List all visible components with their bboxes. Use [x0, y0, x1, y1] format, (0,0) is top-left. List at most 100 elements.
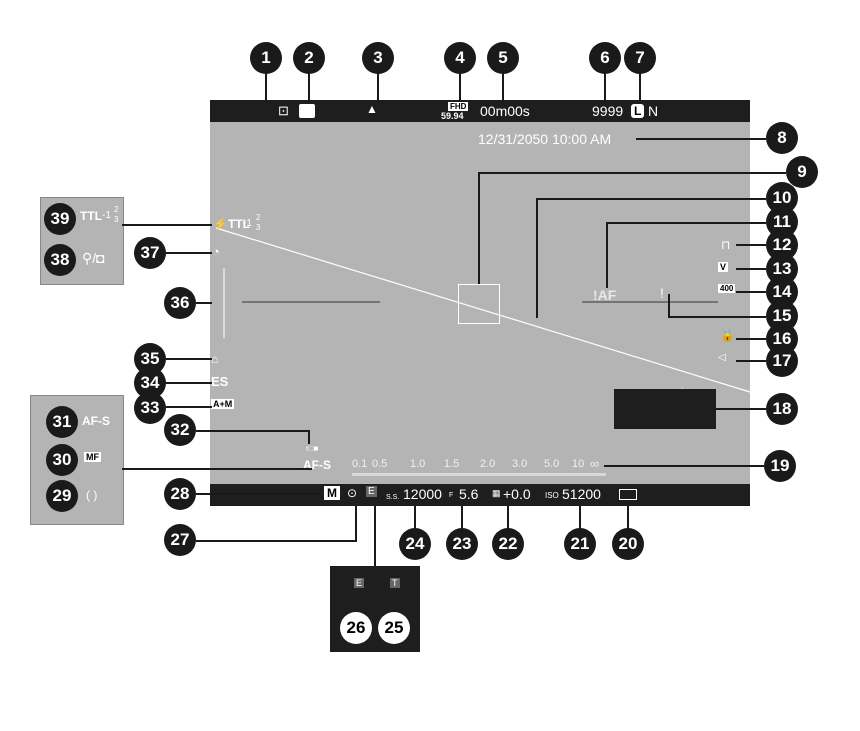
leader-11v	[606, 222, 608, 288]
callout-2: 2	[293, 42, 325, 74]
bottom-status-bar	[210, 484, 750, 506]
panel-afs: AF-S	[82, 414, 110, 428]
callout-32: 32	[164, 414, 196, 446]
leader-25	[374, 506, 376, 566]
leader-4	[459, 66, 461, 102]
leader-32h	[196, 430, 308, 432]
metering-icon: ⊙	[347, 486, 358, 500]
callout-36: 36	[164, 287, 196, 319]
leader-22	[507, 506, 509, 530]
leader-10h	[536, 198, 766, 200]
focus-check: A+M	[211, 399, 235, 409]
panel-frac-n: 2	[114, 205, 119, 214]
shutter-speed: 12000	[403, 486, 442, 502]
iso-label: ISO	[545, 491, 559, 500]
af-icons: r□■	[306, 444, 319, 453]
af-warning: !AF	[593, 287, 617, 303]
leader-9h	[478, 172, 786, 174]
flash-icon: ⚡	[213, 217, 228, 231]
leader-17	[736, 360, 766, 362]
lcd-screen	[210, 100, 750, 506]
dist-8: ∞	[590, 456, 600, 471]
callout-4: 4	[444, 42, 476, 74]
callout-17: 17	[766, 345, 798, 377]
leader-27v	[355, 506, 357, 542]
shooting-mode: M	[324, 486, 340, 500]
callout-5: 5	[487, 42, 519, 74]
exposure-compensation: +0.0	[503, 486, 531, 502]
leader-12	[736, 244, 766, 246]
panel-flash-icon: ⚲/◘	[82, 250, 105, 266]
leader-18	[716, 408, 766, 410]
leader-15h	[668, 316, 766, 318]
callout-6: 6	[589, 42, 621, 74]
continuous-mode-icon: ⌂	[211, 352, 219, 366]
callout-12: 12	[766, 229, 798, 261]
callout-20: 20	[612, 528, 644, 560]
callout-38: 38	[44, 244, 76, 276]
leader-19	[604, 465, 764, 467]
electronic-level-line	[215, 227, 751, 393]
bluetooth-icon: ⊓	[721, 238, 731, 252]
leader-16	[736, 338, 766, 340]
date-time: 12/31/2050 10:00 AM	[478, 131, 612, 147]
self-timer-icon: ◔	[212, 244, 220, 259]
leader-34	[166, 382, 212, 384]
panel-mf: MF	[84, 452, 101, 462]
leader-35	[166, 358, 212, 360]
top-status-bar	[210, 100, 750, 122]
dist-4: 2.0	[480, 458, 496, 470]
aperture: 5.6	[459, 486, 479, 502]
panel-flash: TTL	[80, 209, 102, 223]
leader-flash-panel	[122, 224, 212, 226]
leader-37	[166, 252, 212, 254]
fhd-label: FHD	[448, 102, 469, 111]
es-icon: E	[354, 578, 365, 588]
callout-37: 37	[134, 237, 166, 269]
callout-3: 3	[362, 42, 394, 74]
leader-af-panel	[122, 468, 312, 470]
dist-7: 10	[572, 458, 585, 470]
frames-remaining: 9999	[592, 103, 624, 119]
fps-label: 59.94	[441, 111, 464, 121]
ms-icon: T	[390, 578, 400, 588]
callout-24: 24	[399, 528, 431, 560]
distance-scale-bar	[352, 473, 606, 476]
battery-icon	[619, 489, 637, 500]
leader-5	[502, 66, 504, 102]
image-quality: N	[648, 103, 659, 119]
dist-6: 5.0	[544, 458, 560, 470]
callout-18: 18	[766, 393, 798, 425]
leader-7	[639, 66, 641, 102]
leader-21	[579, 506, 581, 530]
leader-9v	[478, 172, 480, 284]
leader-14	[736, 291, 766, 293]
callout-30: 30	[46, 444, 78, 476]
flash-comp: -1	[243, 218, 252, 229]
focus-frame	[458, 284, 500, 324]
leader-6	[604, 66, 606, 102]
temp-warning-icon: !	[660, 285, 664, 301]
callout-28: 28	[164, 478, 196, 510]
dist-0: 0.1	[352, 458, 368, 470]
leader-11h	[606, 222, 766, 224]
callout-21: 21	[564, 528, 596, 560]
callout-7: 7	[624, 42, 656, 74]
leader-33	[166, 406, 212, 408]
leader-20	[627, 506, 629, 530]
leader-2	[308, 66, 310, 102]
callout-8: 8	[766, 122, 798, 154]
leader-8	[636, 138, 766, 140]
recording-time: 00m00s	[480, 103, 530, 119]
scene-icon: ▲	[366, 102, 378, 116]
callout-9: 9	[786, 156, 818, 188]
leader-13	[736, 268, 766, 270]
callout-25: 25	[378, 612, 410, 644]
histogram	[614, 389, 716, 429]
dist-3: 1.5	[444, 458, 460, 470]
shutter-type: ES	[211, 374, 229, 389]
leader-32v	[308, 430, 310, 444]
leader-27h	[196, 540, 357, 542]
iso-value: 51200	[562, 486, 601, 502]
